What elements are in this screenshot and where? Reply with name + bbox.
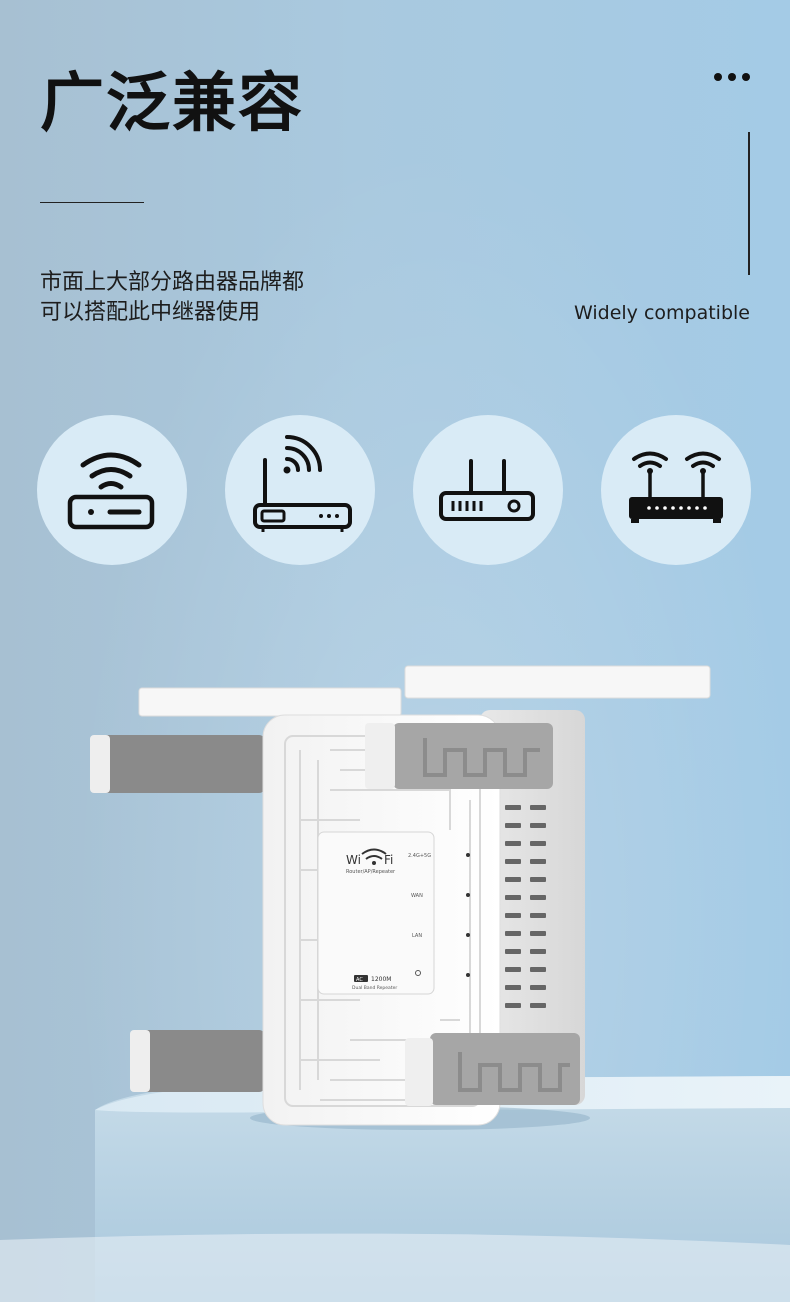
description-line-2: 可以搭配此中继器使用	[40, 300, 261, 325]
dot	[728, 73, 736, 81]
led-indicator	[466, 893, 470, 897]
wan-label: WAN	[411, 893, 423, 899]
dot	[714, 73, 722, 81]
led-indicator	[466, 853, 470, 857]
wifi-router-icon	[67, 452, 155, 530]
brand-left: Wi	[346, 853, 361, 867]
antenna-router-icon	[253, 435, 352, 532]
antenna-panel-upper	[365, 723, 553, 789]
lan-label: LAN	[412, 933, 422, 939]
router-icon-circle-1	[37, 415, 187, 565]
antenna-top-left	[138, 687, 402, 717]
dual-wifi-router-icon	[629, 451, 723, 523]
ac-badge: AC	[356, 977, 363, 983]
antenna-left-upper	[90, 735, 265, 793]
power-icon	[415, 970, 421, 976]
led-indicator	[466, 973, 470, 977]
mode-label: Router/AP/Repeater	[346, 869, 396, 875]
english-subtitle: Widely compatible	[573, 302, 750, 324]
more-dots-icon	[714, 73, 750, 81]
wifi-logo-icon	[361, 848, 387, 855]
product-label: Dual Band Repeater	[352, 985, 397, 991]
antenna-panel-lower	[405, 1033, 580, 1106]
router-icon-circle-4	[601, 415, 751, 565]
product-scene: Wi Fi Router/AP/Repeater 2.4G+5G WAN LAN…	[0, 640, 790, 1302]
router-icon-circle-2	[225, 415, 375, 565]
led-indicator	[466, 933, 470, 937]
front-label-panel	[317, 831, 435, 995]
side-vents	[505, 805, 546, 1008]
page-title: 广泛兼容	[40, 67, 304, 141]
dual-antenna-router-icon	[439, 459, 535, 521]
title-underline	[40, 202, 144, 203]
brand-right: Fi	[384, 853, 393, 867]
description: 市面上大部分路由器品牌都 可以搭配此中继器使用	[40, 268, 304, 328]
speed-label: 1200M	[371, 976, 391, 983]
foreground-surface	[0, 1233, 790, 1302]
product-illustration: Wi Fi Router/AP/Repeater 2.4G+5G WAN LAN…	[0, 665, 790, 1302]
vertical-divider	[748, 132, 750, 275]
band-label: 2.4G+5G	[408, 853, 431, 859]
antenna-left-lower	[130, 1030, 265, 1092]
dot	[742, 73, 750, 81]
antenna-top-right	[404, 665, 711, 699]
description-line-1: 市面上大部分路由器品牌都	[40, 270, 305, 295]
router-icon-circle-3	[413, 415, 563, 565]
ac-badge-bg	[354, 975, 368, 982]
